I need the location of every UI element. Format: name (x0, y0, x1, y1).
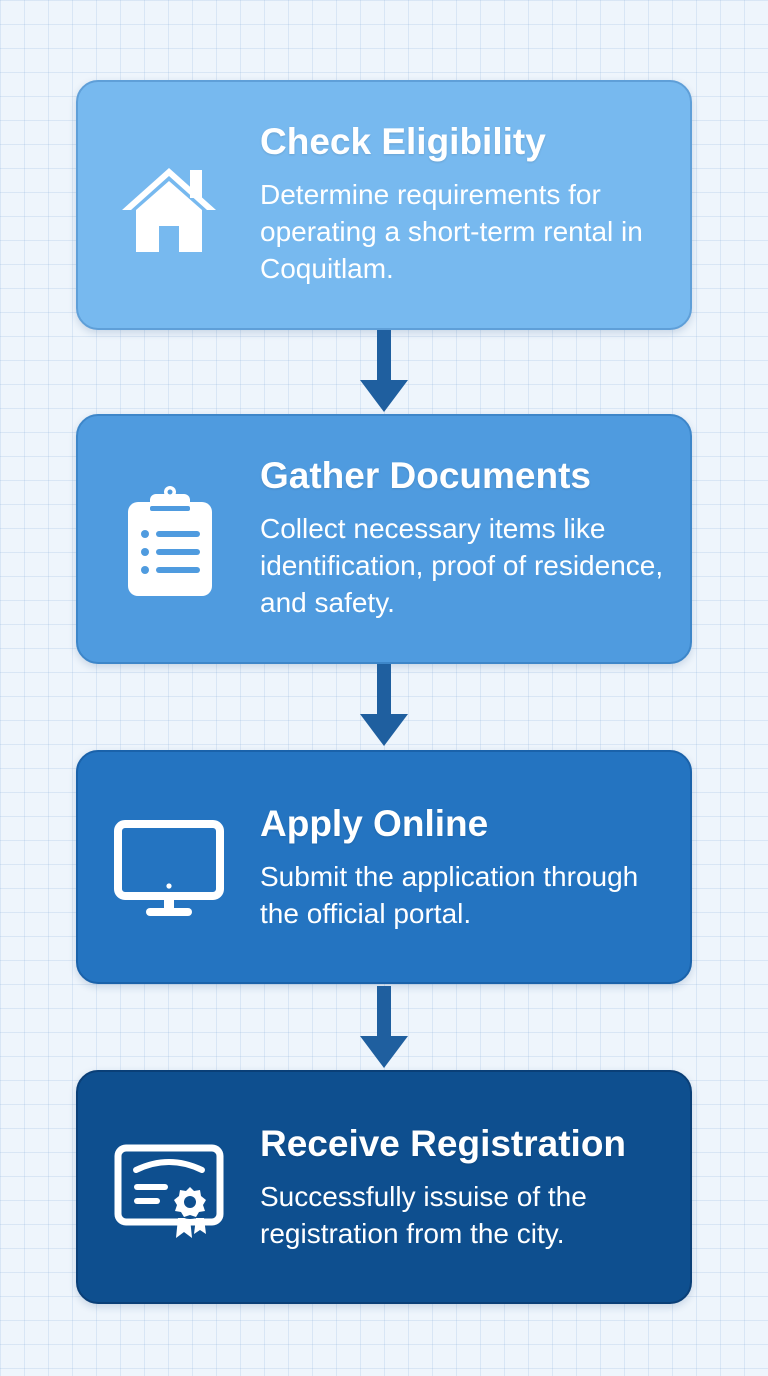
step-title: Receive Registration (260, 1123, 627, 1164)
step-check-eligibility: Check Eligibility Determine requirements… (76, 80, 692, 330)
certificate-icon (114, 1134, 224, 1244)
step-description: Collect necessary items like identificat… (260, 513, 664, 618)
step-description: Determine requirements for operating a s… (260, 179, 643, 284)
house-icon (114, 154, 224, 264)
step-apply-online: Apply Online Submit the application thro… (76, 750, 692, 984)
step-receive-registration: Receive Registration Successfully issuis… (76, 1070, 692, 1304)
down-arrow-connector (358, 986, 410, 1070)
step-title: Check Eligibility (260, 121, 546, 162)
step-description: Successfully issuise of the registration… (260, 1181, 587, 1249)
step-title: Gather Documents (260, 455, 592, 496)
monitor-icon (114, 814, 224, 924)
clipboard-icon (114, 486, 224, 596)
step-title: Apply Online (260, 803, 489, 844)
down-arrow-connector (358, 664, 410, 748)
step-gather-documents: Gather Documents Collect necessary items… (76, 414, 692, 664)
down-arrow-connector (358, 330, 410, 414)
step-description: Submit the application through the offic… (260, 861, 639, 929)
